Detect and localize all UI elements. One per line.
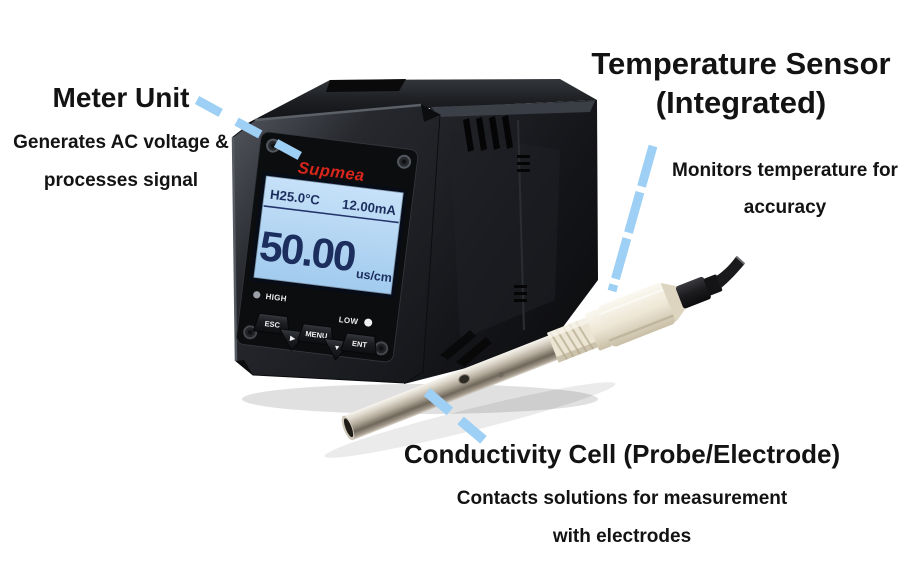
probe-steel-tube (341, 334, 560, 441)
lcd-temperature: H25.0°C (269, 187, 321, 208)
lcd-value: 50.00 (257, 222, 358, 280)
device-top-tab (326, 79, 406, 92)
meter-device: Supmea H25.0°C 12.00mA 50.00 us/cm HIGH (231, 79, 598, 384)
probe-cable-connector (675, 255, 746, 309)
side-face-details (432, 101, 595, 367)
conductivity-cell-label: Conductivity Cell (Probe/Electrode) Cont… (330, 438, 914, 556)
high-label: HIGH (265, 292, 287, 304)
lcd-unit: us/cm (355, 267, 393, 285)
probe-cable (716, 256, 745, 289)
conductivity-cell-desc-line2: with electrodes (552, 526, 692, 547)
temperature-title-line2: (Integrated) (655, 85, 827, 120)
low-led (364, 318, 373, 327)
meter-unit-desc-line1: Generates AC voltage & (13, 132, 229, 153)
lcd-current: 12.00mA (341, 197, 397, 219)
panel-screws (243, 138, 412, 356)
conductivity-cell-desc-line1: Contacts solutions for measurement (456, 488, 788, 509)
cell-annotation-line (423, 388, 496, 451)
high-led (253, 291, 261, 299)
svg-text:ESC: ESC (264, 319, 281, 330)
annotation-lines (194, 96, 658, 451)
svg-text:MENU: MENU (305, 329, 328, 341)
low-label: LOW (338, 315, 359, 326)
temperature-desc-line1: Monitors temperature for (672, 160, 898, 181)
probe-plastic-body (546, 282, 686, 363)
ent-button: ENT (340, 332, 377, 356)
down-arrow-icon: ▼ (333, 345, 341, 353)
low-indicator: LOW (338, 315, 373, 327)
svg-text:ENT: ENT (352, 339, 368, 350)
conductivity-probe (341, 255, 746, 441)
front-panel: Supmea H25.0°C 12.00mA 50.00 us/cm HIGH (236, 131, 419, 363)
temperature-sensor-desc: Monitors temperature for accuracy (656, 152, 914, 226)
temperature-sensor-label: Temperature Sensor (Integrated) (568, 44, 914, 122)
probe-vent-hole (458, 374, 471, 385)
meter-unit-label: Meter Unit Generates AC voltage & proces… (0, 80, 242, 200)
meter-unit-title: Meter Unit (52, 82, 190, 113)
temperature-desc-line2: accuracy (743, 197, 827, 218)
meter-unit-desc-line2: processes signal (43, 170, 199, 191)
lcd-display: H25.0°C 12.00mA 50.00 us/cm (249, 171, 408, 299)
temperature-title-line1: Temperature Sensor (591, 46, 891, 81)
conductivity-cell-title: Conductivity Cell (Probe/Electrode) (403, 439, 841, 469)
high-indicator: HIGH (253, 291, 287, 304)
right-arrow-icon: ▶ (290, 335, 297, 343)
meter-annotation-line (194, 96, 312, 165)
temperature-annotation-line (607, 144, 658, 293)
